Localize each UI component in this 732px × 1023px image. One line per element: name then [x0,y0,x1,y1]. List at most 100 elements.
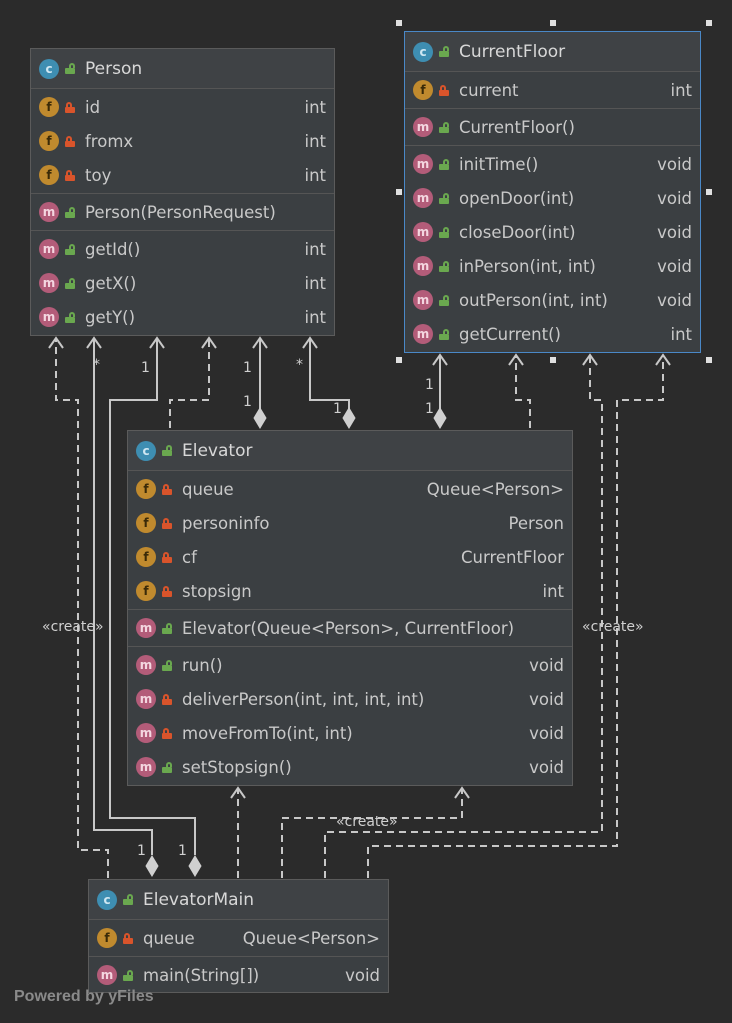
public-lock-icon [439,158,449,170]
class-name: Elevator [182,440,253,461]
class-elevator-main[interactable]: c ElevatorMain f queue Queue<Person> m m… [88,879,389,993]
public-lock-icon [65,206,75,218]
multiplicity-label: 1 [425,377,434,393]
field-row[interactable]: f cf CurrentFloor [128,540,572,574]
method-row[interactable]: m getX() int [31,266,334,300]
create-label: «create» [582,619,644,635]
method-name: initTime() [459,154,539,174]
method-row[interactable]: m openDoor(int) void [405,181,700,215]
public-lock-icon [439,260,449,272]
public-lock-icon [123,894,133,905]
field-row[interactable]: f queue Queue<Person> [128,472,572,506]
constructor-row[interactable]: m CurrentFloor() [405,110,700,144]
field-type: int [542,581,564,601]
selection-handle[interactable] [706,189,712,195]
edge-main-depends-currentfloor [367,355,664,878]
method-row[interactable]: m main(String[]) void [89,958,388,992]
selection-handle[interactable] [396,20,402,26]
class-name: CurrentFloor [459,41,566,62]
method-icon: m [413,154,433,174]
constructor-name: Elevator(Queue<Person>, CurrentFloor) [182,618,515,638]
class-current-floor[interactable]: c CurrentFloor f current int m CurrentFl… [404,31,701,353]
edge-elevator-queue-person [309,338,350,420]
create-label: «create» [42,619,104,635]
class-header[interactable]: c ElevatorMain [89,880,388,920]
public-lock-icon [439,121,449,133]
field-icon: f [136,547,156,567]
method-type: int [304,273,326,293]
private-lock-icon [162,483,172,495]
method-name: outPerson(int, int) [459,290,608,310]
multiplicity-label: 1 [141,360,150,376]
method-icon: m [413,290,433,310]
field-row[interactable]: f id int [31,90,334,124]
method-icon: m [413,256,433,276]
method-icon: m [39,239,59,259]
field-row[interactable]: f toy int [31,158,334,192]
public-lock-icon [162,659,172,671]
class-elevator[interactable]: c Elevator f queue Queue<Person> f perso… [127,430,573,786]
class-person[interactable]: c Person f id int f fromx int f toy int … [30,48,335,336]
field-name: stopsign [182,581,252,601]
create-label: «create» [336,814,398,830]
field-name: toy [85,165,112,185]
class-header[interactable]: c Person [31,49,334,89]
method-row[interactable]: m setStopsign() void [128,750,572,784]
constructor-row[interactable]: m Person(PersonRequest) [31,195,334,229]
class-header[interactable]: c Elevator [128,431,572,471]
constructor-name: CurrentFloor() [459,117,575,137]
field-row[interactable]: f queue Queue<Person> [89,921,388,955]
selection-handle[interactable] [396,189,402,195]
selection-handle[interactable] [396,357,402,363]
method-name: run() [182,655,223,675]
method-icon: m [136,689,156,709]
selection-handle[interactable] [550,20,556,26]
private-lock-icon [162,517,172,529]
method-row[interactable]: m deliverPerson(int, int, int, int) void [128,682,572,716]
method-type: int [304,307,326,327]
field-row[interactable]: f personinfo Person [128,506,572,540]
field-name: queue [182,479,234,499]
constructor-row[interactable]: m Elevator(Queue<Person>, CurrentFloor) [128,611,572,645]
method-row[interactable]: m inPerson(int, int) void [405,249,700,283]
multiplicity-label: 1 [137,843,146,859]
selection-handle[interactable] [706,20,712,26]
public-lock-icon [162,761,172,773]
methods-section: m getId() int m getX() int m getY() int [31,231,334,335]
field-icon: f [136,513,156,533]
powered-by-watermark: Powered by yFiles [14,988,154,1005]
field-type: Queue<Person> [242,928,380,948]
field-row[interactable]: f fromx int [31,124,334,158]
private-lock-icon [439,84,449,96]
method-row[interactable]: m closeDoor(int) void [405,215,700,249]
field-row[interactable]: f stopsign int [128,574,572,608]
method-type: void [529,655,564,675]
field-type: CurrentFloor [460,547,564,567]
methods-section: m initTime() void m openDoor(int) void m… [405,146,700,352]
method-row[interactable]: m outPerson(int, int) void [405,283,700,317]
private-lock-icon [162,585,172,597]
method-row[interactable]: m moveFromTo(int, int) void [128,716,572,750]
method-row[interactable]: m getId() int [31,232,334,266]
method-icon: m [136,655,156,675]
field-type: Queue<Person> [426,479,564,499]
fields-section: f queue Queue<Person> [89,920,388,957]
selection-handle[interactable] [706,357,712,363]
class-icon: c [39,58,59,79]
method-name: getCurrent() [459,324,561,344]
method-row[interactable]: m run() void [128,648,572,682]
method-row[interactable]: m getCurrent() int [405,317,700,351]
public-lock-icon [65,63,75,74]
method-row[interactable]: m initTime() void [405,147,700,181]
selection-handle[interactable] [550,357,556,363]
edge-elevator-depends-person [169,338,210,428]
class-icon: c [413,41,433,62]
field-icon: f [136,581,156,601]
public-lock-icon [439,192,449,204]
method-row[interactable]: m getY() int [31,300,334,334]
field-row[interactable]: f current int [405,73,700,107]
methods-section: m main(String[]) void [89,957,388,993]
class-header[interactable]: c CurrentFloor [405,32,700,72]
method-icon: m [413,188,433,208]
method-icon: m [136,723,156,743]
